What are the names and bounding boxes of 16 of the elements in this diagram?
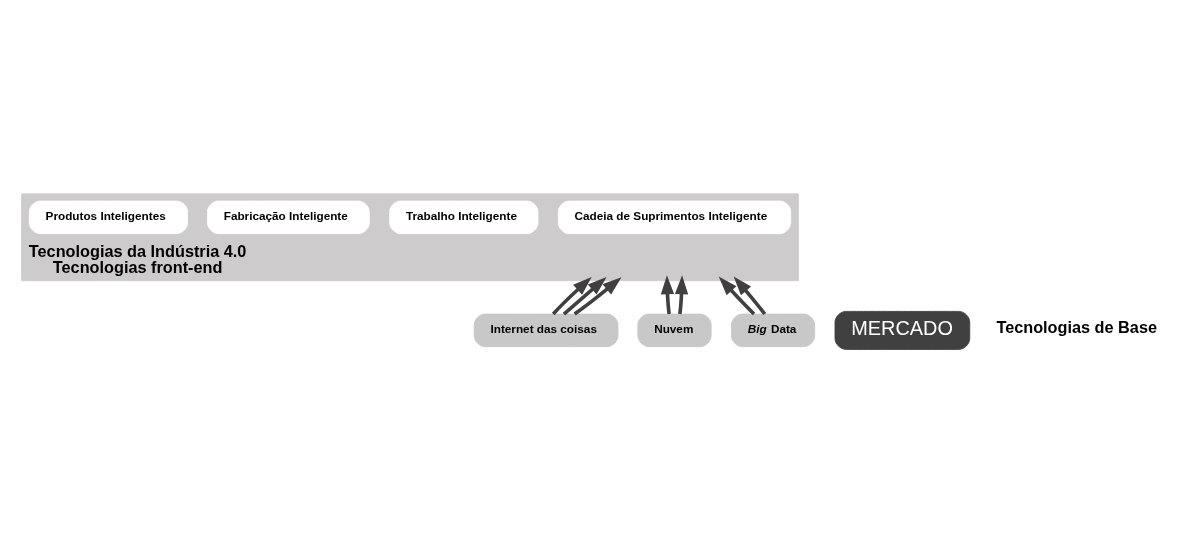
arrow: [573, 277, 622, 316]
arrow: [562, 277, 607, 316]
node-box: MERCADO: [834, 310, 971, 350]
node-box: Cadeia de Suprimentos Inteligente: [557, 200, 792, 235]
arrow: [551, 277, 592, 316]
node-box: Internet das coisas: [473, 313, 619, 348]
arrow: [718, 276, 756, 316]
node-box: Nuvem: [637, 313, 712, 348]
node-box: Produtos Inteligentes: [28, 200, 188, 235]
node-box: Big Data: [731, 313, 816, 348]
arrow: [660, 275, 675, 315]
label: Tecnologias de Base: [996, 318, 1158, 337]
arrow: [733, 276, 767, 316]
arrow: [674, 275, 689, 315]
node-box: Trabalho Inteligente: [389, 200, 539, 235]
node-box: Fabricação Inteligente: [207, 200, 370, 235]
